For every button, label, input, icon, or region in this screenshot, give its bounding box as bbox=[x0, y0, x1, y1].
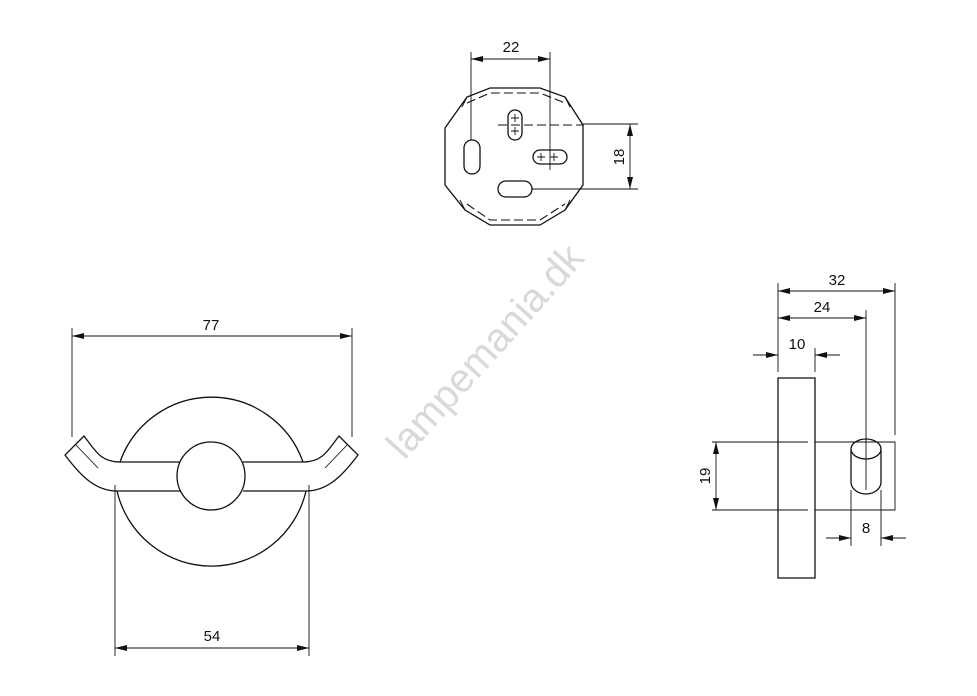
svg-text:18: 18 bbox=[611, 149, 628, 166]
svg-text:10: 10 bbox=[789, 336, 806, 353]
slot-horizontal-bottom bbox=[497, 180, 533, 198]
dimension-24: 24 bbox=[778, 299, 867, 490]
svg-text:32: 32 bbox=[829, 272, 846, 289]
front-view-hook bbox=[64, 396, 359, 567]
svg-text:54: 54 bbox=[204, 628, 221, 645]
dimension-77: 77 bbox=[71, 317, 353, 437]
svg-text:77: 77 bbox=[203, 317, 220, 334]
svg-text:19: 19 bbox=[697, 468, 714, 485]
center-knob bbox=[176, 441, 246, 511]
slot-vertical-left bbox=[463, 139, 481, 175]
dimension-10: 10 bbox=[753, 336, 840, 372]
dimension-54: 54 bbox=[114, 485, 310, 656]
top-view-mounting-plate bbox=[444, 87, 584, 226]
slot-vertical-small bbox=[507, 109, 523, 141]
dimension-19: 19 bbox=[697, 442, 719, 510]
svg-text:22: 22 bbox=[503, 39, 520, 56]
svg-text:8: 8 bbox=[862, 520, 870, 537]
dimension-18: 18 bbox=[532, 123, 638, 190]
watermark: lampemania.dk bbox=[378, 235, 593, 467]
dimension-8: 8 bbox=[826, 490, 906, 546]
side-view-hook bbox=[712, 377, 896, 579]
svg-text:24: 24 bbox=[814, 299, 831, 316]
dimension-22: 22 bbox=[470, 39, 551, 140]
dimension-32: 32 bbox=[777, 272, 896, 435]
